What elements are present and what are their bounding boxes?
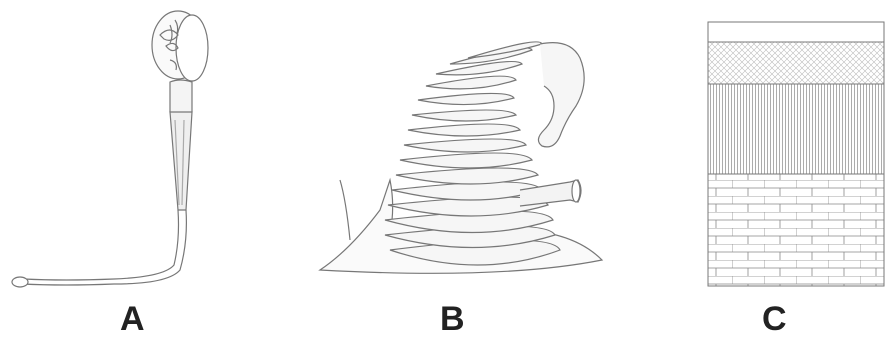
panel-b: B [300, 0, 630, 345]
panel-label-c: C [762, 302, 787, 336]
panel-a: A [0, 0, 260, 345]
stalk [24, 210, 179, 280]
head-disc-rim [176, 15, 208, 81]
ringed-spiral-drawing [300, 0, 630, 300]
tapered-body [170, 112, 192, 210]
layer-brick [708, 174, 884, 286]
panel-c: C [700, 20, 889, 345]
layer-crosshatched [708, 42, 884, 84]
panel-label-a: A [120, 302, 145, 336]
layer-vertical-striped [708, 84, 884, 174]
layer-clear-top [708, 22, 884, 42]
foot [12, 277, 28, 287]
curled-tip [538, 43, 584, 147]
panel-label-b: B [440, 302, 465, 336]
stalked-organism-drawing [0, 0, 260, 300]
layered-column-drawing [700, 20, 889, 290]
